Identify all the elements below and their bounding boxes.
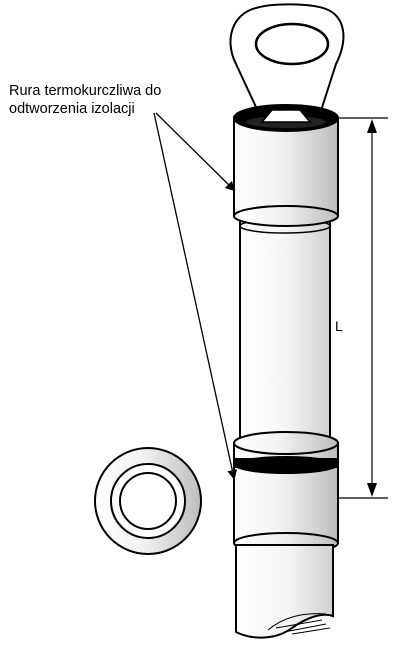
top-heat-shrink-sleeve xyxy=(233,104,339,227)
bottom-heat-shrink-sleeve xyxy=(233,431,339,554)
callout-line-2: odtworzenia izolacji xyxy=(9,101,135,117)
cable-cut-end xyxy=(235,544,334,639)
callout-line-1: Rura termokurczliwa do xyxy=(9,83,162,99)
cable-cross-section xyxy=(94,447,202,555)
dimension-label: L xyxy=(335,318,343,334)
dimension-line-l xyxy=(338,117,388,499)
heat-shrink-callout: Rura termokurczliwa do odtworzenia izola… xyxy=(9,82,209,118)
ring-terminal xyxy=(229,3,345,121)
cable-body xyxy=(239,204,331,456)
callout-arrows xyxy=(153,112,238,480)
terminal-hole xyxy=(254,22,330,66)
